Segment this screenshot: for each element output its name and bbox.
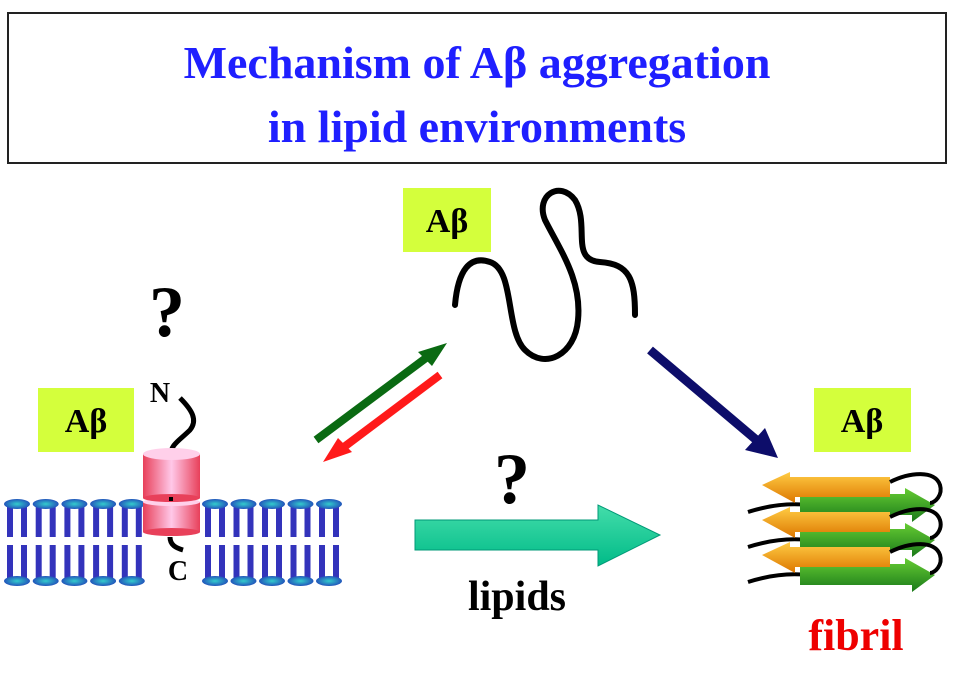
n-terminus-label: N bbox=[150, 378, 170, 409]
lipids-label: lipids bbox=[468, 574, 566, 620]
lipid-molecule bbox=[230, 499, 257, 586]
question-mark-lipids: ? bbox=[494, 439, 530, 519]
beta-strand-orange bbox=[762, 542, 890, 573]
lipid-molecule bbox=[287, 499, 314, 586]
beta-sheet-layer bbox=[747, 542, 943, 592]
fibril-structure bbox=[747, 472, 943, 592]
ab-label-membrane: Aβ bbox=[38, 388, 134, 452]
ab-label-text: Aβ bbox=[426, 203, 468, 240]
beta-strand-orange bbox=[762, 472, 890, 503]
lipid-molecule bbox=[90, 499, 117, 586]
lipid-molecule bbox=[259, 499, 285, 586]
c-terminus-label: C bbox=[168, 556, 188, 587]
lipid-pathway-arrow bbox=[414, 504, 662, 567]
beta-strand-orange bbox=[762, 507, 890, 538]
question-mark-membrane: ? bbox=[149, 272, 185, 352]
turn-loop bbox=[889, 472, 943, 505]
title-line-1: Mechanism of Aβ aggregation bbox=[184, 37, 771, 88]
lipid-molecule bbox=[118, 499, 145, 586]
lipid-molecule bbox=[316, 499, 342, 586]
ab-label-text: Aβ bbox=[65, 403, 107, 440]
lipid-bilayer bbox=[4, 499, 342, 586]
release-arrow bbox=[313, 343, 447, 444]
transmembrane-helix bbox=[143, 396, 200, 553]
lipid-molecule bbox=[61, 499, 88, 586]
lipid-molecule bbox=[202, 499, 228, 586]
turn-loop bbox=[889, 507, 943, 540]
title-box: Mechanism of Aβ aggregation in lipid env… bbox=[7, 12, 947, 164]
insertion-arrow bbox=[323, 371, 443, 462]
lipid-molecule bbox=[32, 499, 59, 586]
ab-label-free: Aβ bbox=[403, 188, 491, 252]
aggregation-arrow bbox=[647, 346, 778, 458]
ab-label-text: Aβ bbox=[841, 403, 883, 440]
title-line-2: in lipid environments bbox=[268, 101, 686, 152]
unfolded-peptide bbox=[452, 187, 638, 362]
lipid-molecule bbox=[4, 499, 30, 586]
fibril-label: fibril bbox=[808, 611, 903, 660]
ab-label-fibril: Aβ bbox=[814, 388, 911, 452]
turn-loop bbox=[889, 542, 943, 575]
